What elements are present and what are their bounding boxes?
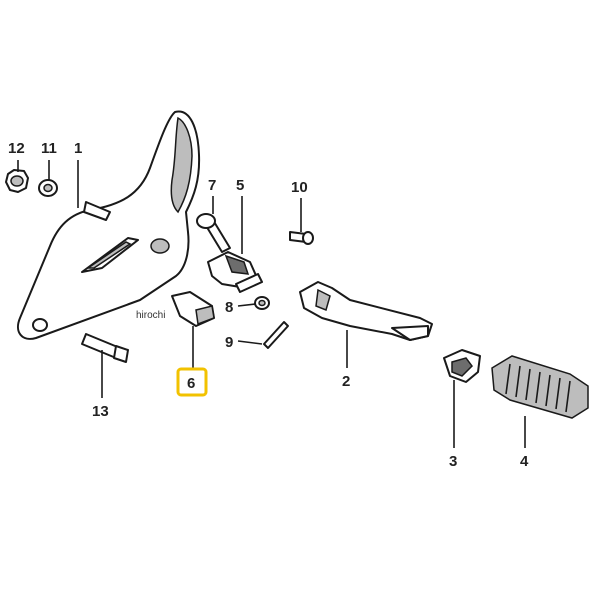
callout-1[interactable]: 1 (74, 140, 82, 157)
callout-13[interactable]: 13 (92, 403, 109, 420)
washer-part-11 (38, 179, 58, 197)
callout-9[interactable]: 9 (225, 334, 233, 351)
callout-2[interactable]: 2 (342, 373, 350, 390)
callout-3[interactable]: 3 (449, 453, 457, 470)
callout-4[interactable]: 4 (520, 453, 529, 470)
rubber-peg-part-4 (491, 355, 589, 419)
washer-part-8 (254, 296, 270, 310)
callout-5[interactable]: 5 (236, 177, 244, 194)
bolt-part-10 (289, 231, 314, 245)
insert-part-3 (443, 349, 481, 383)
mount-bracket-part-5 (207, 251, 263, 293)
wedge-part-6 (171, 291, 215, 327)
bolt-part-7 (196, 213, 231, 253)
callout-10[interactable]: 10 (291, 179, 308, 196)
nut-part-12 (5, 169, 29, 193)
callout-11[interactable]: 11 (41, 140, 57, 157)
callout-6[interactable]: 6 (187, 375, 195, 392)
pin-part-9 (263, 321, 289, 349)
bolt-part-13 (81, 333, 129, 363)
leader-lines (17, 160, 526, 448)
callout-7[interactable]: 7 (208, 177, 216, 194)
watermark-text: hirochi (136, 310, 165, 321)
callout-8[interactable]: 8 (225, 299, 233, 316)
highlight-box (176, 367, 208, 397)
callout-12[interactable]: 12 (8, 140, 25, 157)
bracket-plate (17, 110, 201, 340)
footpeg-part-2 (299, 281, 433, 341)
